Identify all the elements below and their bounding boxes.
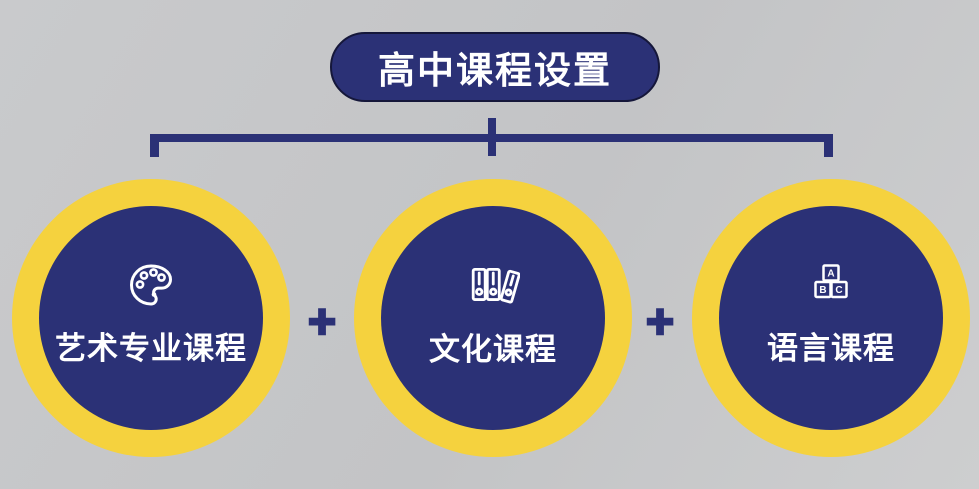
page-title: 高中课程设置 — [378, 50, 612, 91]
node-label: 语言课程 — [767, 330, 895, 366]
title-pill: 高中课程设置 — [330, 32, 660, 102]
node-art-professional-courses: 艺术专业课程 — [12, 179, 290, 457]
plus-separator: + — [645, 295, 676, 351]
abc-blocks-icon: A B C — [807, 261, 855, 309]
bracket-right-tick — [824, 134, 833, 157]
svg-text:B: B — [819, 285, 826, 296]
node-label: 文化课程 — [429, 331, 557, 367]
node-inner-circle: 文化课程 — [381, 206, 605, 430]
node-inner-circle: 艺术专业课程 — [39, 206, 263, 430]
node-culture-courses: 文化课程 — [354, 179, 632, 457]
palette-icon — [126, 261, 176, 309]
bracket-left-tick — [150, 134, 159, 157]
node-inner-circle: A B C 语言课程 — [719, 206, 943, 430]
binders-icon — [466, 260, 521, 310]
svg-text:A: A — [827, 268, 834, 279]
plus-separator: + — [307, 295, 338, 351]
node-label: 艺术专业课程 — [55, 330, 247, 366]
svg-text:C: C — [835, 285, 842, 296]
node-language-courses: A B C 语言课程 — [692, 179, 970, 457]
bracket-horizontal-line — [150, 134, 833, 142]
